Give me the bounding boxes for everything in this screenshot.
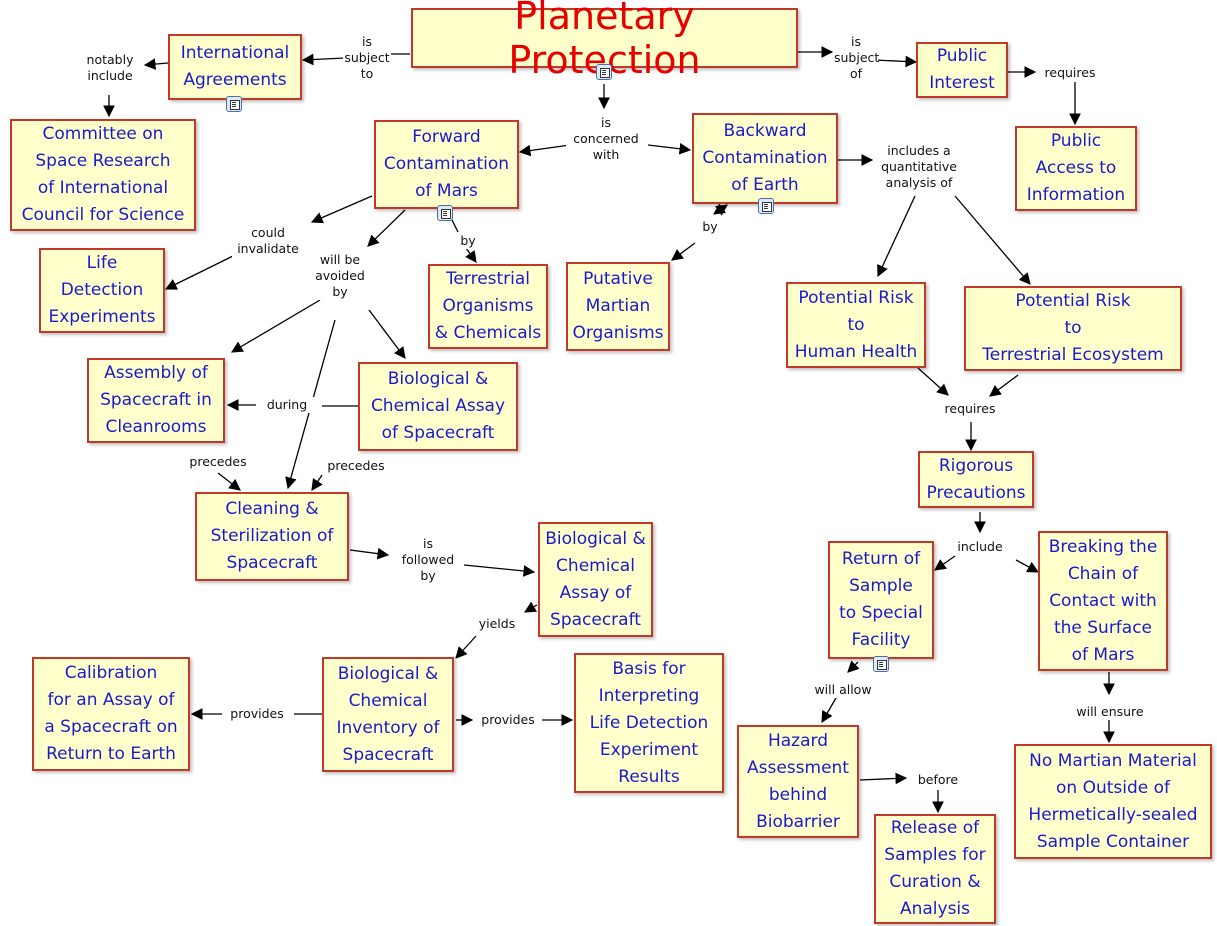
risk-ecosystem-node[interactable]: Potential Risk to Terrestrial Ecosystem bbox=[964, 286, 1182, 371]
bio-assay-1-node[interactable]: Biological & Chemical Assay of Spacecraf… bbox=[358, 362, 518, 451]
link-is-subject-of: is subject of bbox=[834, 34, 880, 82]
link-will-be-avoided-by: will be avoided by bbox=[310, 252, 370, 300]
calibration-label: Calibration for an Assay of a Spacecraft… bbox=[44, 663, 178, 764]
link-could-invalidate: could invalidate bbox=[232, 225, 304, 257]
hazard-assessment-label: Hazard Assessment behind Biobarrier bbox=[747, 730, 849, 832]
terrestrial-organisms-node[interactable]: Terrestrial Organisms & Chemicals bbox=[428, 264, 548, 349]
basis-interpreting-label: Basis for Interpreting Life Detection Ex… bbox=[589, 658, 709, 787]
cleaning-sterilization-node[interactable]: Cleaning & Sterilization of Spacecraft bbox=[195, 492, 349, 581]
link-during: during bbox=[256, 397, 318, 413]
link-by-2: by bbox=[698, 219, 722, 235]
risk-human-health-label: Potential Risk to Human Health bbox=[794, 287, 918, 362]
link-will-ensure: will ensure bbox=[1066, 704, 1154, 720]
document-resource-icon[interactable] bbox=[596, 64, 612, 80]
link-includes-quantitative: includes a quantitative analysis of bbox=[874, 143, 964, 191]
putative-martian-label: Putative Martian Organisms bbox=[572, 269, 664, 343]
life-detection-label: Life Detection Experiments bbox=[48, 253, 156, 327]
document-resource-icon[interactable] bbox=[873, 656, 889, 672]
bio-inventory-label: Biological & Chemical Inventory of Space… bbox=[336, 663, 440, 765]
rigorous-precautions-node[interactable]: Rigorous Precautions bbox=[918, 451, 1034, 508]
return-sample-node[interactable]: Return of Sample to Special Facility bbox=[828, 541, 934, 659]
link-requires-1: requires bbox=[1038, 65, 1102, 81]
public-interest-node[interactable]: Public Interest bbox=[916, 42, 1008, 98]
public-access-node[interactable]: Public Access to Information bbox=[1015, 126, 1137, 211]
cleaning-sterilization-label: Cleaning & Sterilization of Spacecraft bbox=[210, 499, 334, 573]
link-yields: yields bbox=[472, 616, 522, 632]
basis-interpreting-node[interactable]: Basis for Interpreting Life Detection Ex… bbox=[574, 653, 724, 793]
life-detection-node[interactable]: Life Detection Experiments bbox=[39, 248, 165, 333]
return-sample-label: Return of Sample to Special Facility bbox=[839, 549, 923, 650]
no-martian-material-label: No Martian Material on Outside of Hermet… bbox=[1028, 750, 1198, 852]
link-notably-include: notably include bbox=[78, 52, 142, 84]
international-agreements-label: International Agreements bbox=[180, 43, 290, 90]
link-provides-1: provides bbox=[222, 706, 292, 722]
backward-contamination-node[interactable]: Backward Contamination of Earth bbox=[692, 113, 838, 204]
link-is-subject-to: is subject to bbox=[343, 34, 391, 82]
public-access-label: Public Access to Information bbox=[1026, 131, 1126, 205]
document-resource-icon[interactable] bbox=[226, 96, 242, 112]
bio-assay-2-node[interactable]: Biological & Chemical Assay of Spacecraf… bbox=[538, 522, 653, 637]
committee-node[interactable]: Committee on Space Research of Internati… bbox=[10, 119, 196, 231]
bio-assay-1-label: Biological & Chemical Assay of Spacecraf… bbox=[370, 369, 506, 443]
rigorous-precautions-label: Rigorous Precautions bbox=[926, 455, 1026, 503]
bio-inventory-node[interactable]: Biological & Chemical Inventory of Space… bbox=[322, 657, 454, 772]
link-by-1: by bbox=[456, 233, 480, 249]
public-interest-label: Public Interest bbox=[929, 46, 995, 93]
assembly-cleanrooms-node[interactable]: Assembly of Spacecraft in Cleanrooms bbox=[87, 358, 225, 443]
risk-ecosystem-label: Potential Risk to Terrestrial Ecosystem bbox=[982, 291, 1164, 365]
link-precedes-1: precedes bbox=[184, 454, 252, 470]
planetary-protection-label: Planetary Protection bbox=[508, 0, 701, 82]
international-agreements-node[interactable]: International Agreements bbox=[168, 34, 302, 100]
calibration-node[interactable]: Calibration for an Assay of a Spacecraft… bbox=[32, 657, 190, 771]
no-martian-material-node[interactable]: No Martian Material on Outside of Hermet… bbox=[1014, 744, 1212, 859]
breaking-chain-node[interactable]: Breaking the Chain of Contact with the S… bbox=[1038, 531, 1168, 671]
forward-contamination-label: Forward Contamination of Mars bbox=[383, 127, 510, 201]
release-samples-label: Release of Samples for Curation & Analys… bbox=[884, 818, 986, 919]
link-include: include bbox=[950, 539, 1010, 555]
backward-contamination-label: Backward Contamination of Earth bbox=[702, 121, 828, 195]
putative-martian-node[interactable]: Putative Martian Organisms bbox=[566, 262, 670, 351]
link-will-allow: will allow bbox=[802, 682, 884, 698]
forward-contamination-node[interactable]: Forward Contamination of Mars bbox=[374, 120, 519, 209]
assembly-cleanrooms-label: Assembly of Spacecraft in Cleanrooms bbox=[100, 363, 212, 437]
release-samples-node[interactable]: Release of Samples for Curation & Analys… bbox=[874, 814, 996, 924]
hazard-assessment-node[interactable]: Hazard Assessment behind Biobarrier bbox=[737, 725, 859, 838]
link-requires-2: requires bbox=[936, 401, 1004, 417]
document-resource-icon[interactable] bbox=[758, 198, 774, 214]
document-resource-icon[interactable] bbox=[437, 205, 453, 221]
committee-label: Committee on Space Research of Internati… bbox=[21, 124, 185, 225]
link-is-concerned-with: is concerned with bbox=[566, 115, 646, 163]
link-precedes-2: precedes bbox=[322, 458, 390, 474]
breaking-chain-label: Breaking the Chain of Contact with the S… bbox=[1048, 536, 1158, 665]
link-is-followed-by: is followed by bbox=[396, 536, 460, 584]
link-provides-2: provides bbox=[474, 712, 542, 728]
planetary-protection-node[interactable]: Planetary Protection bbox=[411, 0, 798, 82]
terrestrial-organisms-label: Terrestrial Organisms & Chemicals bbox=[434, 269, 542, 343]
risk-human-health-node[interactable]: Potential Risk to Human Health bbox=[786, 282, 926, 368]
bio-assay-2-label: Biological & Chemical Assay of Spacecraf… bbox=[545, 528, 646, 630]
link-before: before bbox=[910, 772, 966, 788]
